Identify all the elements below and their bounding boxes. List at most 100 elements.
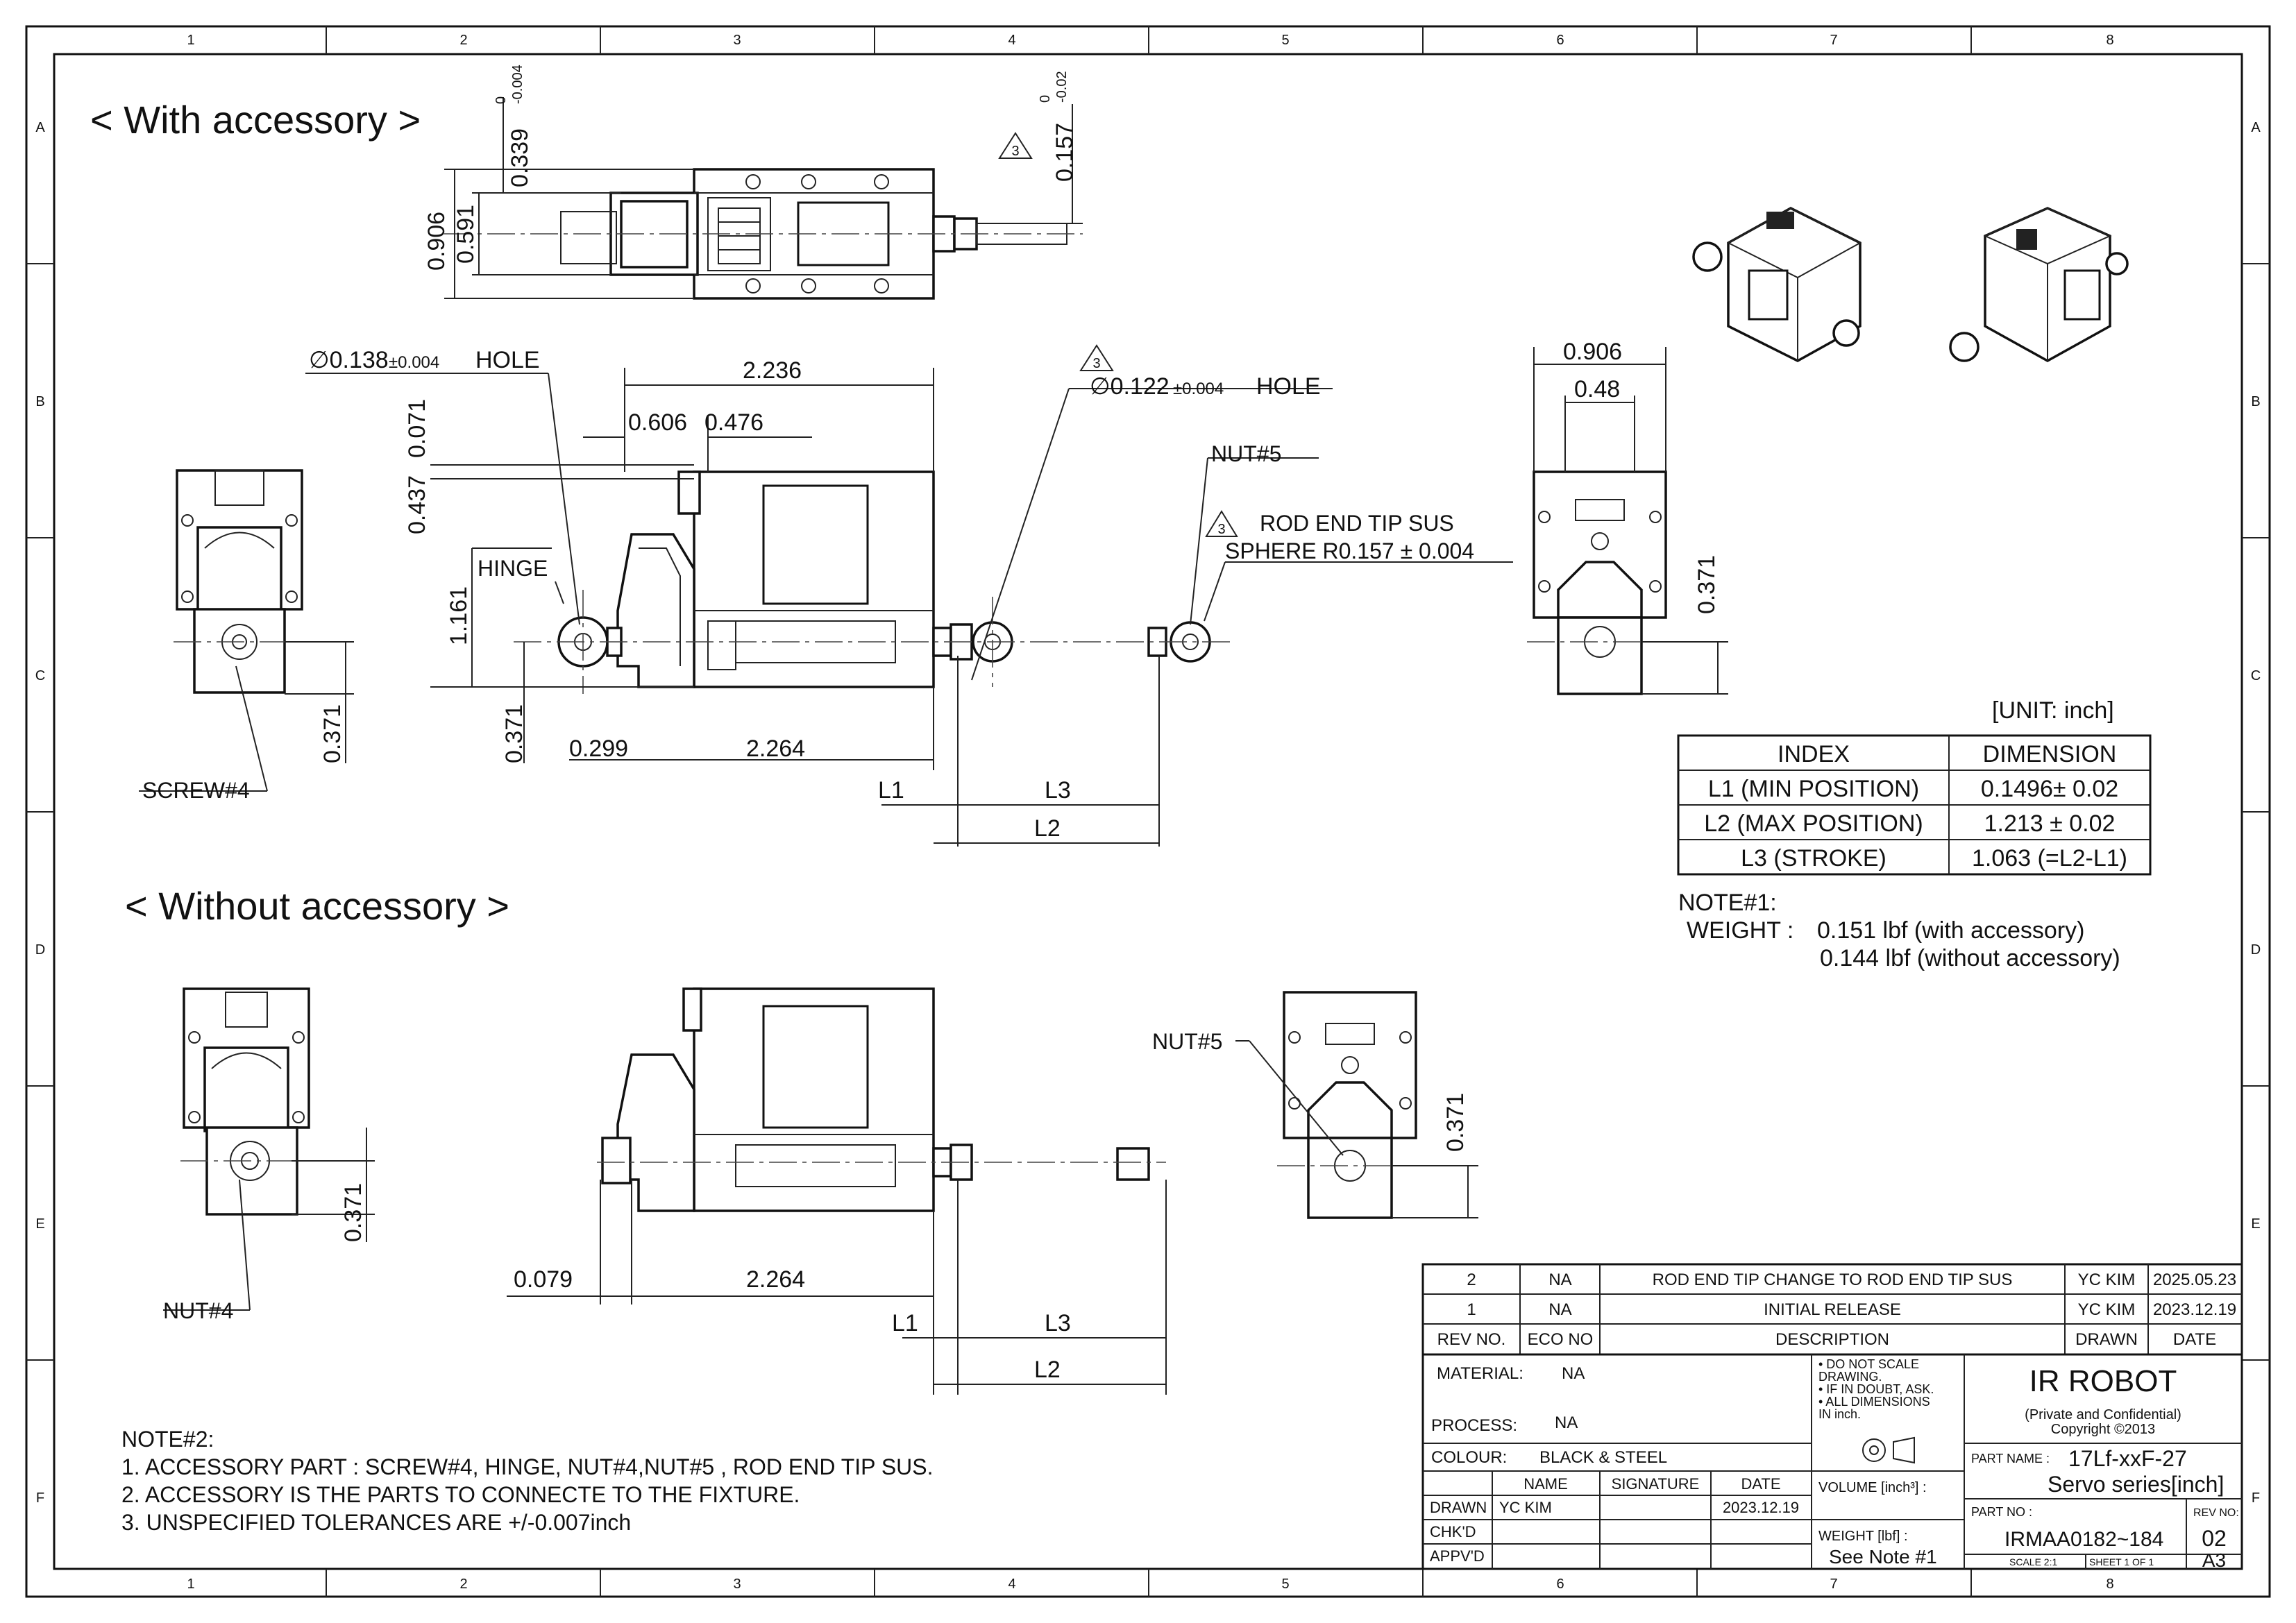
callout-hinge: HINGE [478,556,548,581]
dim-top-0157: 0.157 [1052,123,1078,182]
svg-text:3: 3 [1217,522,1225,537]
title-material-value: NA [1562,1364,1585,1383]
rev-header-eco: ECO NO [1528,1330,1594,1349]
col-label-2-bottom: 2 [459,1577,467,1592]
title-part-name-2: Servo series[inch] [2048,1472,2224,1497]
dim-table-row2-index: L2 (MAX POSITION) [1704,810,1923,837]
dim-top-0339-tol-upper: 0 [493,96,509,104]
title-scale: SCALE 2:1 [2009,1556,2057,1567]
callout-nut5-top: NUT#5 [1211,441,1281,466]
dim-v-0371-end: 0.371 [1694,555,1720,614]
callout-nut5-bottom: NUT#5 [1152,1029,1222,1054]
title-part-no-label: PART NO : [1971,1505,2032,1519]
row-label-d-right: D [2251,942,2261,958]
dim-hole-0122-label: HOLE [1256,373,1321,400]
dim-top-0906: 0.906 [423,212,450,271]
dimension-table [1677,734,2152,876]
side-view-with-accessory [514,470,1235,694]
end-view-without-accessory [1277,991,1430,1219]
title-rev-no-label: REV NO: [2193,1507,2239,1519]
rev-header-no: REV NO. [1437,1330,1506,1349]
row-label-d: D [35,942,45,958]
dim-v-0371-front-without: 0.371 [340,1183,366,1242]
dim-hole-0122-tol: ±0.004 [1173,380,1224,398]
dim-len-0079: 0.079 [514,1266,573,1293]
col-label-6: 6 [1556,33,1564,48]
dim-table-row2-value: 1.213 ± 0.02 [1984,810,2116,837]
note1-weight-without: 0.144 lbf (without accessory) [1820,945,2120,971]
rev-row1-eco: NA [1548,1271,1571,1289]
callout-rod-end-line1: ROD END TIP SUS [1260,511,1454,536]
dim-v-0371-front: 0.371 [319,704,346,763]
dim-l3-without: L3 [1045,1310,1071,1336]
col-label-3: 3 [733,33,741,48]
dim-len-2264-a: 2.264 [746,736,805,762]
side-view-dims [305,368,1513,847]
row-label-e-right: E [2251,1216,2260,1232]
col-label-7: 7 [1830,33,1837,48]
dim-v-0371-end-without: 0.371 [1442,1093,1469,1152]
title-sig-header-signature: SIGNATURE [1612,1475,1700,1493]
title-sig-drawn-role: DRAWN [1430,1499,1487,1516]
col-label-4-bottom: 4 [1008,1577,1015,1592]
dim-hole-0138-tol: ±0.004 [389,353,439,372]
zone-markers [26,26,2270,1597]
revision-marker-top: 3 [998,132,1033,159]
dim-len-0606: 0.606 [628,409,687,436]
rev-row1-drawn: YC KIM [2078,1271,2136,1289]
row-label-b: B [35,394,44,409]
revision-marker-hole: 3 [1079,344,1114,371]
dim-l2: L2 [1034,815,1061,842]
rev-row1-date: 2025.05.23 [2153,1271,2236,1289]
revision-marker-rod-end: 3 [1205,510,1238,537]
title-colour-label: COLOUR: [1431,1448,1507,1467]
title-sig-header-date: DATE [1741,1475,1780,1493]
callout-nut4: NUT#4 [163,1298,233,1323]
col-label-1: 1 [187,33,194,48]
side-view-without-dims [507,1180,1167,1395]
dim-table-row1-index: L1 (MIN POSITION) [1708,776,1919,802]
dim-hole-label: HOLE [475,347,540,373]
note1-title: NOTE#1: [1678,890,1777,916]
title-volume-label: VOLUME [inch³] : [1818,1480,1927,1495]
title-note-4: • ALL DIMENSIONS [1818,1395,1930,1409]
row-label-c-right: C [2251,668,2261,683]
rev-row2-no: 1 [1467,1300,1476,1319]
title-process-value: NA [1555,1413,1578,1432]
dim-hole-0122: ∅0.122 [1090,373,1170,400]
row-label-c: C [35,668,45,683]
dim-table-header-dimension: DIMENSION [1983,741,2117,767]
rev-row1-desc: ROD END TIP CHANGE TO ROD END TIP SUS [1653,1271,2013,1289]
title-weight-label: WEIGHT [lbf] : [1818,1529,1908,1544]
dim-l1-without: L1 [892,1310,918,1336]
dim-top-0339-tol-lower: -0.004 [510,65,525,104]
note2-title: NOTE#2: [121,1427,214,1452]
title-note-2: DRAWING. [1818,1370,1882,1384]
row-label-f-right: F [2252,1490,2260,1506]
dim-top-0157-tol-upper: 0 [1038,95,1053,103]
title-part-name-1: 17Lf-xxF-27 [2068,1446,2187,1471]
title-confidential: (Private and Confidential) [2025,1407,2181,1422]
dim-top-0157-tol-lower: -0.02 [1054,71,1070,103]
without-accessory-title: < Without accessory > [125,884,509,928]
isometric-view-1 [1692,207,1862,362]
front-view-without-dims [163,1128,375,1311]
rev-row1-no: 2 [1467,1271,1476,1289]
front-view-without-accessory [180,987,312,1216]
end-view-dims [1533,347,1728,695]
title-size: A3 [2202,1549,2226,1571]
dim-table-header-index: INDEX [1778,741,1850,767]
col-label-7-bottom: 7 [1830,1577,1837,1592]
projection-symbol-icon [1862,1436,1915,1464]
row-label-a-right: A [2251,120,2261,135]
dim-len-2264-b: 2.264 [746,1266,805,1293]
row-label-b-right: B [2251,394,2260,409]
front-view-with-accessory [174,469,305,694]
end-view-without-dims [1235,1040,1478,1218]
unit-label: [UNIT: inch] [1992,697,2114,724]
rev-row2-date: 2023.12.19 [2153,1300,2236,1319]
dim-top-0339: 0.339 [507,128,533,187]
col-label-5: 5 [1281,33,1289,48]
note2-line2: 2. ACCESSORY IS THE PARTS TO CONNECTE TO… [121,1482,800,1507]
